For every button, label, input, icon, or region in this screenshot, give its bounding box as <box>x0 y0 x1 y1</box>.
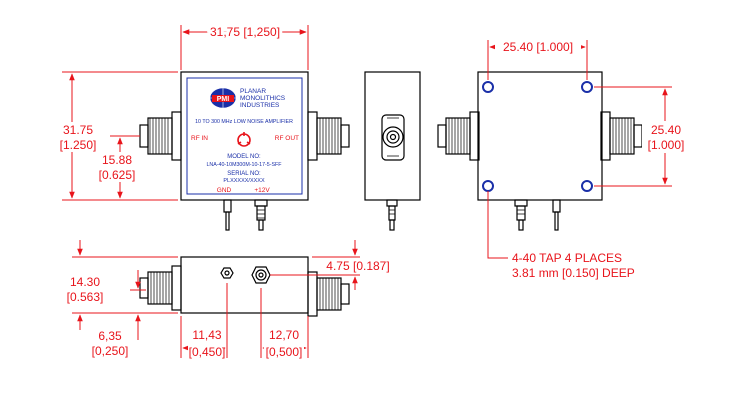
model-number: LNA-40-10M300M-10-17-5-SFF <box>206 162 282 168</box>
front-view: PMI PLANAR MONOLITHICS INDUSTRIES 10 TO … <box>139 71 350 231</box>
dim-bottom-height-mm: 14.30 <box>70 275 100 289</box>
dim-hole-spacing-h: 25.40 [1.000] <box>503 40 573 54</box>
back-view <box>437 71 643 231</box>
bottom-pins <box>220 266 271 284</box>
dim-left-height-mm: 31.75 <box>63 123 93 137</box>
logo-letters: PMI <box>217 96 230 103</box>
tap-note-line-1: 4-40 TAP 4 PLACES <box>512 251 622 265</box>
label-plate <box>186 77 303 195</box>
dim-connector-offset: 4.75 [0.187] <box>326 259 389 273</box>
rf-in-connector <box>139 111 182 161</box>
model-heading: MODEL NO: <box>227 154 261 160</box>
bottom-right-connector <box>307 271 350 317</box>
back-left-connector <box>437 111 480 161</box>
dim-left-height-in: [1.250] <box>60 138 97 152</box>
dim-pin2-in: [0,500] <box>266 345 303 359</box>
dim-center-offset-in: [0.625] <box>99 168 136 182</box>
serial-number: PLXXXXX/XXXX <box>223 178 265 184</box>
rf-out-connector <box>307 111 350 161</box>
bottom-view <box>139 256 350 317</box>
front-pins <box>223 199 268 231</box>
dim-hole-spacing-v-mm: 25.40 <box>651 123 681 137</box>
dim-center-offset-mm: 15.88 <box>102 153 132 167</box>
dim-pin2-mm: 12,70 <box>269 328 299 342</box>
dim-hole-spacing-v-in: [1.000] <box>648 138 685 152</box>
company-line-3: INDUSTRIES <box>240 102 280 109</box>
bottom-body <box>180 256 309 314</box>
mounting-holes <box>482 81 593 192</box>
company-line-2: MONOLITHICS <box>240 95 286 102</box>
dim-bottom-height-in: [0.563] <box>67 290 104 304</box>
back-body <box>477 71 603 201</box>
dim-pin1-in: [0,450] <box>189 345 226 359</box>
esd-symbol <box>237 132 251 147</box>
side-view <box>364 71 421 231</box>
rf-in-label: RF IN <box>191 135 208 142</box>
rf-out-label: RF OUT <box>275 135 299 142</box>
serial-heading: SERIAL NO: <box>227 171 261 177</box>
back-view-dimensions: 25.40 [1.000] 25.40 [1.000] 4-40 TAP 4 P… <box>487 40 692 280</box>
front-view-dimensions: 31,75 [1,250] 31.75 [1.250] 15.88 [0.625… <box>55 22 309 201</box>
dim-bottom-offset-mm: 6,35 <box>98 329 122 343</box>
front-body <box>180 71 309 201</box>
back-right-connector <box>600 111 643 161</box>
product-description: 10 TO 300 MHz LOW NOISE AMPLIFIER <box>195 119 293 125</box>
dim-top-width: 31,75 [1,250] <box>210 25 280 39</box>
tap-note-line-2: 3.81 mm [0.150] DEEP <box>512 266 635 280</box>
company-line-1: PLANAR <box>240 88 266 95</box>
bottom-view-dimensions: 14.30 [0.563] 6,35 [0,250] 11,43 [0,450]… <box>67 240 394 359</box>
gnd-label: GND <box>217 187 232 194</box>
dim-bottom-offset-in: [0,250] <box>92 344 129 358</box>
bottom-left-connector <box>139 265 182 311</box>
vcc-label: +12V <box>254 187 270 194</box>
back-pins <box>514 199 561 231</box>
pmi-logo: PMI <box>209 87 237 109</box>
dim-pin1-mm: 11,43 <box>192 328 221 342</box>
